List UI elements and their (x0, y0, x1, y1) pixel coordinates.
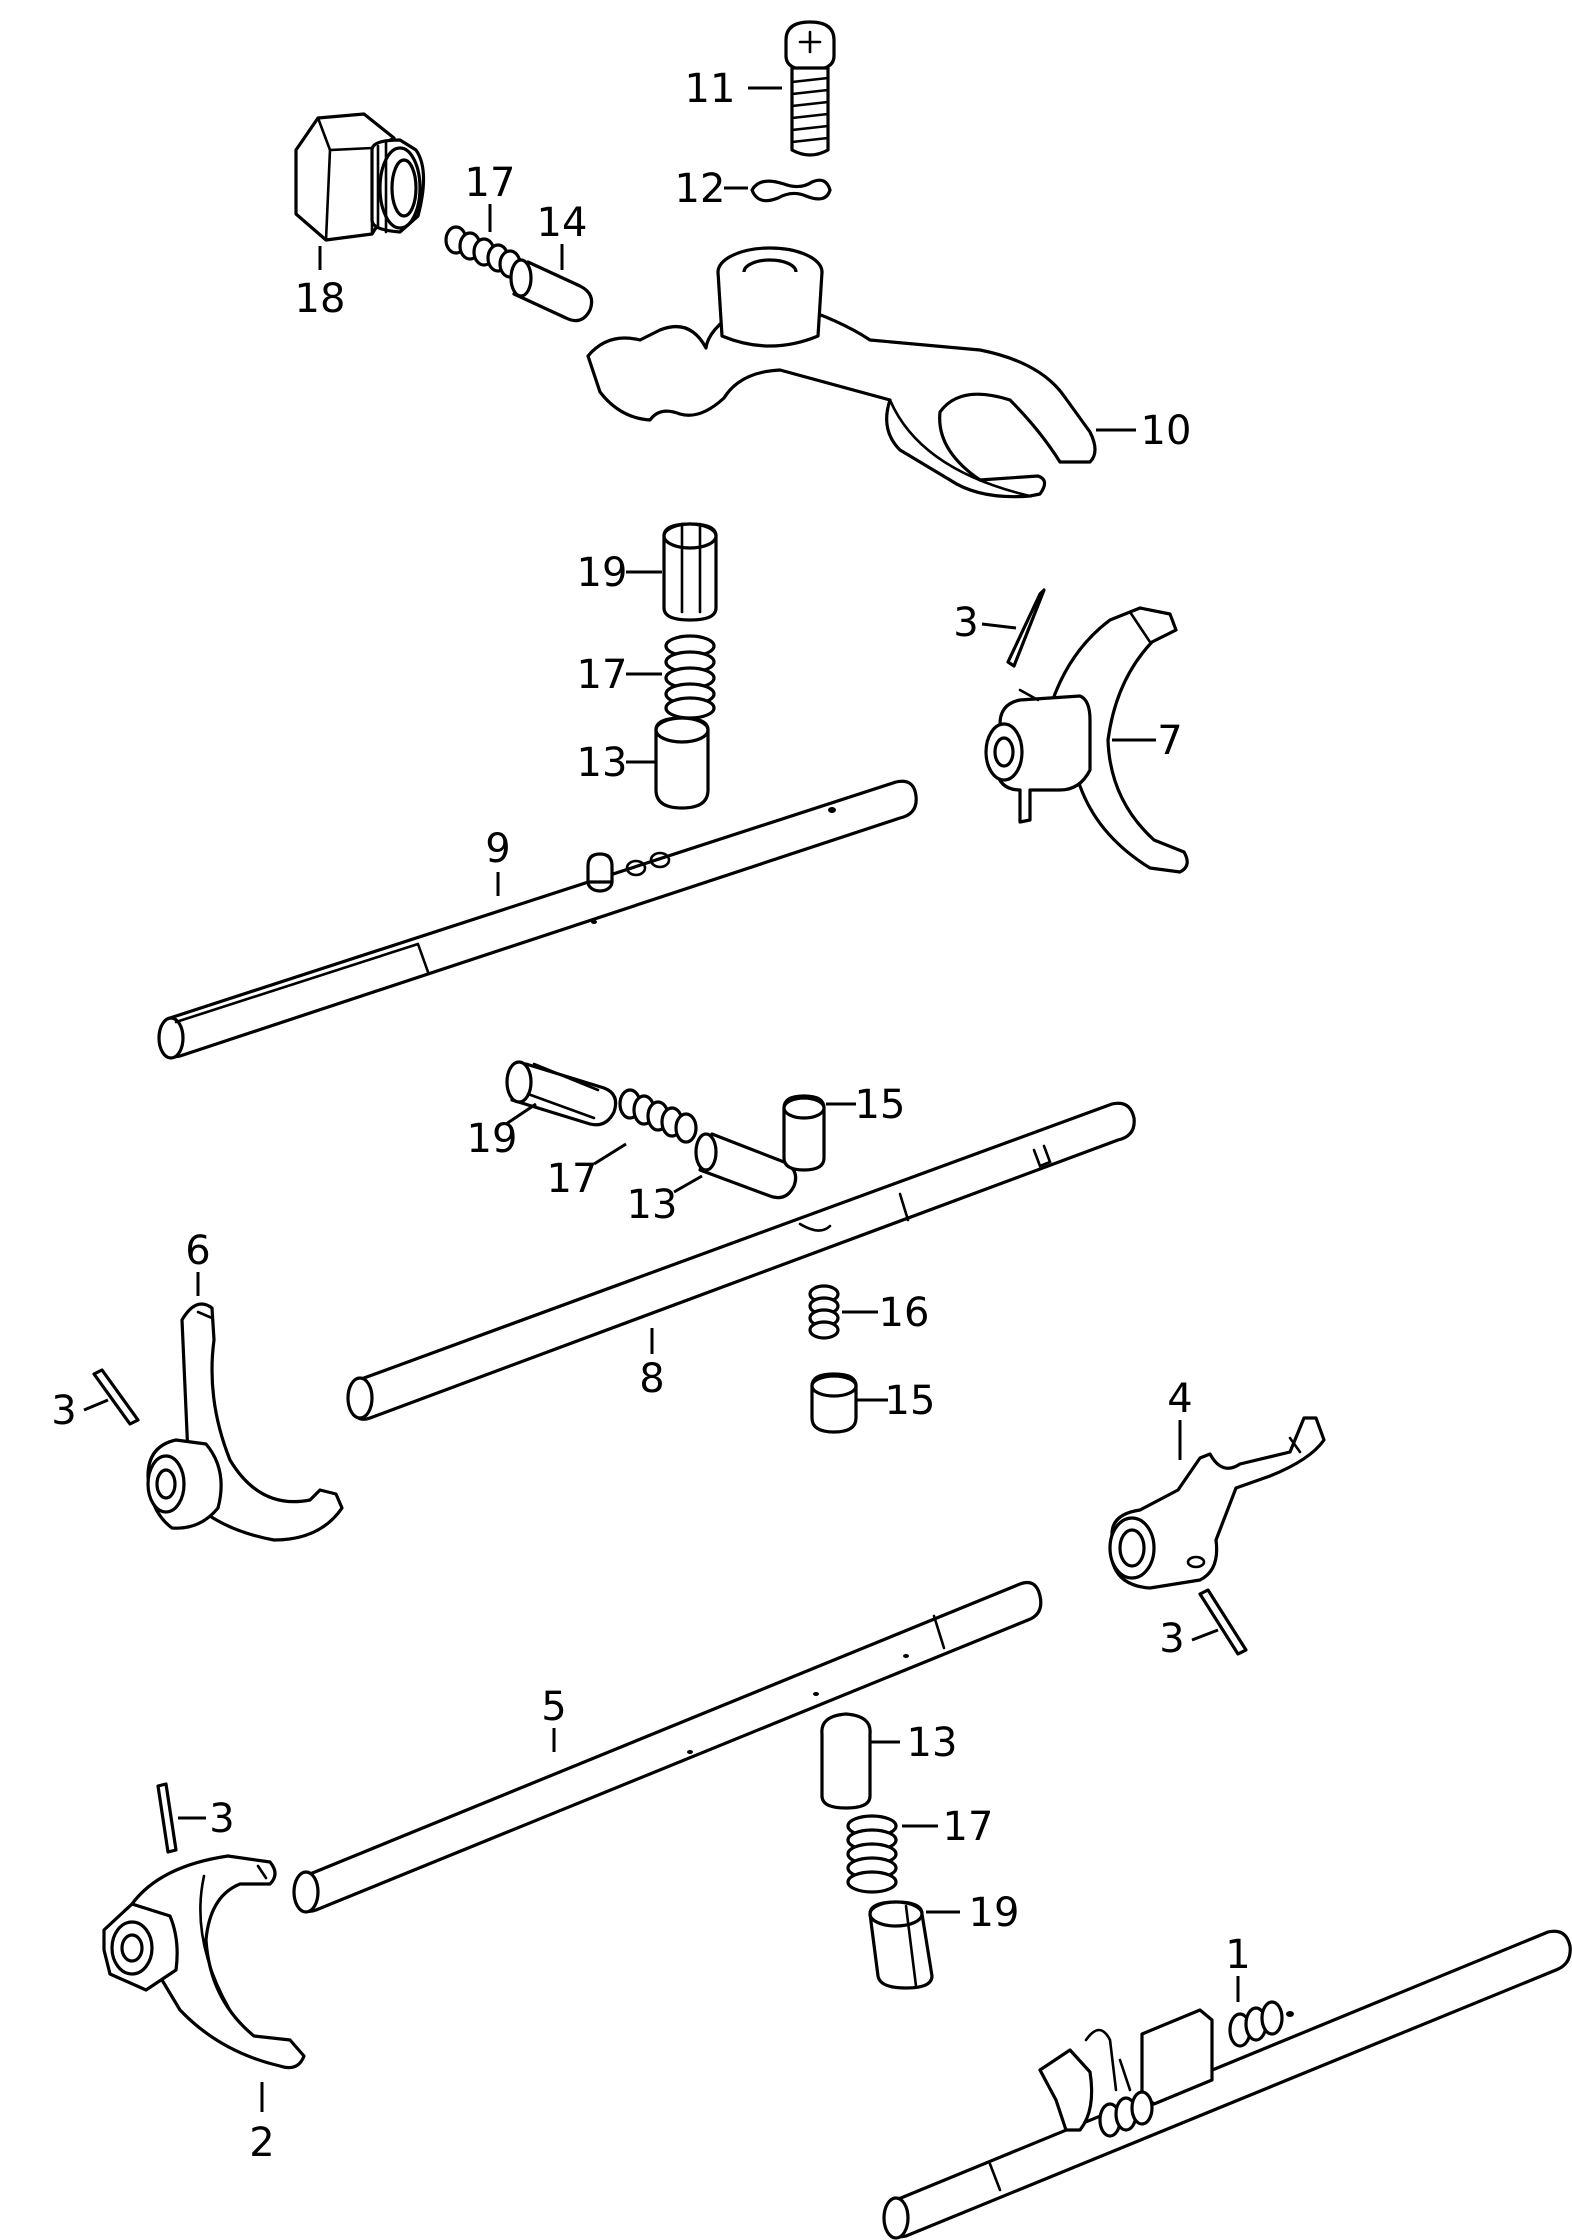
part-plunger (820, 1712, 872, 1810)
callout-13: 13 (577, 740, 628, 786)
callout-9: 9 (485, 826, 510, 872)
part-shift-rod-middle (346, 1101, 1136, 1421)
part-sleeve (505, 1060, 618, 1127)
callout-2: 2 (249, 2120, 274, 2166)
callout-19: 19 (467, 1116, 518, 1162)
callout-10: 10 (1141, 408, 1192, 454)
part-small-spring (808, 1284, 840, 1340)
callout-3: 3 (953, 600, 978, 646)
part-plunger (509, 258, 594, 323)
callout-4: 4 (1167, 1376, 1192, 1422)
callout-11: 11 (685, 66, 736, 112)
part-spring (618, 1088, 698, 1144)
callout-14: 14 (537, 200, 588, 246)
part-roll-pin (92, 1368, 140, 1426)
part-plug (294, 112, 426, 242)
part-roll-pin (1198, 1588, 1248, 1656)
part-shift-fork-left (146, 1302, 344, 1542)
part-plunger (694, 1132, 798, 1200)
part-roll-pin (156, 1782, 178, 1854)
part-lock-washer (750, 178, 832, 203)
callout-13: 13 (907, 1720, 958, 1766)
part-shift-rod-lower (292, 1580, 1043, 1914)
part-shift-fork-upper (586, 246, 1097, 499)
callout-17: 17 (577, 652, 628, 698)
callout-13: 13 (627, 1182, 678, 1228)
callout-5: 5 (541, 1684, 566, 1730)
callout-7: 7 (1157, 718, 1182, 764)
callout-labels: 11 12 17 14 18 10 19 17 13 3 7 9 15 19 1… (51, 66, 1250, 2166)
part-shift-fork-right (984, 606, 1189, 874)
part-cap (810, 1372, 858, 1434)
part-spring (444, 225, 522, 279)
callout-18: 18 (295, 276, 346, 322)
callout-15: 15 (855, 1082, 906, 1128)
callout-19: 19 (969, 1890, 1020, 1936)
callout-16: 16 (879, 1290, 930, 1336)
callout-6: 6 (185, 1228, 210, 1274)
part-screw (784, 20, 836, 157)
leader-lines (83, 86, 1240, 2112)
callout-3: 3 (51, 1388, 76, 1434)
callout-17: 17 (465, 160, 516, 206)
part-cap (782, 1094, 826, 1172)
callout-3: 3 (1159, 1616, 1184, 1662)
part-shift-rod-upper (157, 779, 918, 1060)
part-spring (664, 634, 716, 720)
part-plunger (654, 716, 710, 810)
callout-19: 19 (577, 550, 628, 596)
part-sleeve (868, 1900, 934, 1990)
callout-17: 17 (547, 1156, 598, 1202)
part-sleeve (662, 522, 718, 622)
part-shift-fork-lower-left (102, 1854, 306, 2070)
callout-15: 15 (885, 1378, 936, 1424)
callout-3: 3 (209, 1796, 234, 1842)
callout-17: 17 (943, 1804, 994, 1850)
callout-12: 12 (675, 166, 726, 212)
part-spring (846, 1814, 898, 1894)
callout-8: 8 (639, 1356, 664, 1402)
part-roll-pin (1006, 588, 1046, 668)
part-selector-shaft (882, 1929, 1572, 2240)
callout-1: 1 (1225, 1932, 1250, 1978)
part-selector-lever (1108, 1416, 1326, 1590)
